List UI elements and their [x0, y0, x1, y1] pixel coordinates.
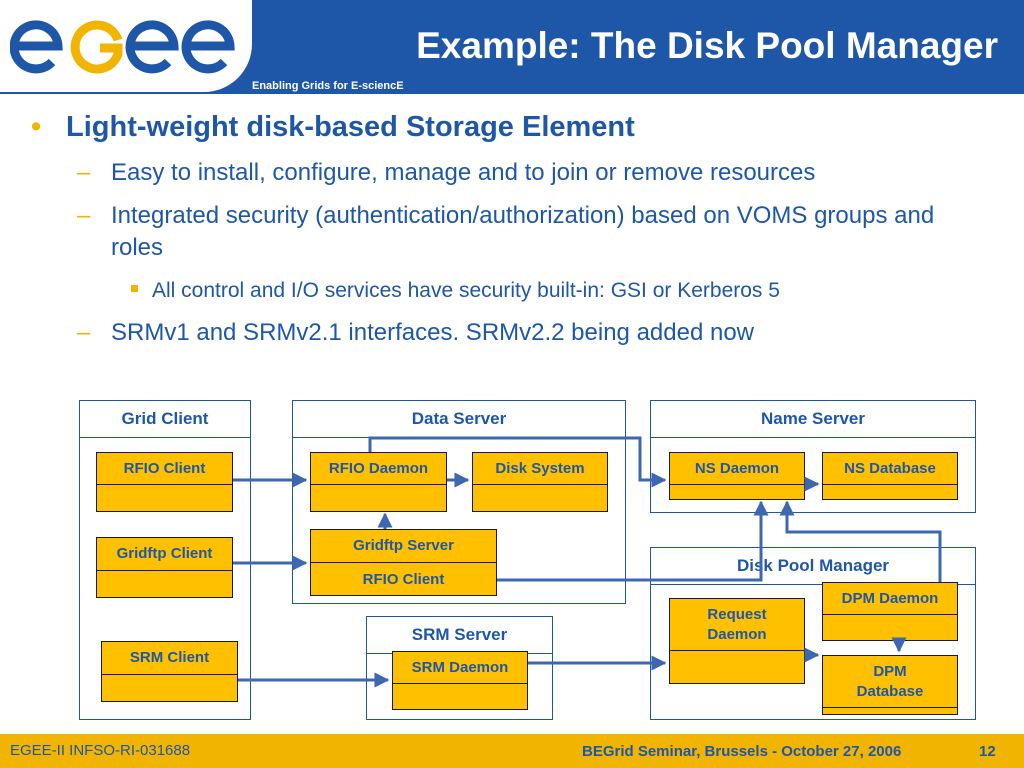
dash-mark: –	[77, 159, 91, 186]
srm-server-title: SRM Server	[367, 617, 552, 654]
dpm-database-node: DPM Database	[822, 655, 958, 715]
gridftp-server-label: Gridftp Server	[311, 530, 496, 563]
logo-area	[0, 0, 252, 92]
footer-event: BEGrid Seminar, Brussels - October 27, 2…	[582, 743, 902, 760]
gridftp-server-node: Gridftp Server RFIO Client	[310, 529, 497, 596]
srm-daemon-node: SRM Daemon	[392, 651, 528, 710]
ns-daemon-label: NS Daemon	[670, 453, 804, 485]
bullet-dot: •	[31, 111, 42, 143]
ns-database-node: NS Database	[822, 452, 958, 500]
ns-database-label: NS Database	[823, 453, 957, 485]
srm-client-label: SRM Client	[102, 642, 237, 675]
bullet-sub-3-text: SRMv1 and SRMv2.1 interfaces. SRMv2.2 be…	[111, 319, 754, 346]
ns-daemon-node: NS Daemon	[669, 452, 805, 500]
bullet-sub-3: – SRMv1 and SRMv2.1 interfaces. SRMv2.2 …	[77, 317, 991, 349]
bullet-main-text: Light-weight disk-based Storage Element	[66, 111, 635, 143]
bullet-subsub-text: All control and I/O services have securi…	[152, 279, 780, 302]
grid-client-title: Grid Client	[80, 401, 250, 438]
srm-client-node: SRM Client	[101, 641, 238, 702]
footer-bar: EGEE-II INFSO-RI-031688 BEGrid Seminar, …	[0, 734, 1024, 768]
page-number: 12	[979, 743, 996, 760]
dash-mark: –	[77, 202, 91, 229]
egee-logo	[10, 20, 235, 74]
bullet-subsub: All control and I/O services have securi…	[131, 279, 780, 303]
srm-daemon-label: SRM Daemon	[393, 652, 527, 684]
bullet-sub-2: – Integrated security (authentication/au…	[77, 200, 991, 264]
dpm-title: Disk Pool Manager	[651, 548, 975, 585]
square-mark	[131, 284, 138, 292]
disk-system-label: Disk System	[473, 453, 607, 485]
rfio-daemon-node: RFIO Daemon	[310, 452, 447, 512]
dpm-daemon-node: DPM Daemon	[822, 582, 958, 641]
request-daemon-node: Request Daemon	[669, 598, 805, 684]
request-daemon-title: Request Daemon	[670, 599, 804, 651]
bullet-sub-1: – Easy to install, configure, manage and…	[77, 157, 991, 189]
dash-mark: –	[77, 319, 91, 346]
data-server-title: Data Server	[293, 401, 625, 438]
rfio-client-node: RFIO Client	[96, 452, 233, 512]
tagline: Enabling Grids for E-sciencE	[252, 80, 404, 92]
gridftp-client-label: Gridftp Client	[97, 538, 232, 571]
footer-project-id: EGEE-II INFSO-RI-031688	[10, 742, 191, 759]
request-daemon-label: Request Daemon	[707, 605, 767, 643]
name-server-title: Name Server	[651, 401, 975, 438]
bullet-sub-2-text: Integrated security (authentication/auth…	[111, 202, 935, 261]
bullet-sub-1-text: Easy to install, configure, manage and t…	[111, 159, 816, 186]
dpm-daemon-label: DPM Daemon	[823, 583, 957, 615]
gridftp-client-node: Gridftp Client	[96, 537, 233, 598]
page-title: Example: The Disk Pool Manager	[416, 25, 998, 66]
rfio-client-label: RFIO Client	[97, 453, 232, 485]
disk-system-node: Disk System	[472, 452, 608, 512]
dpm-database-title: DPM Database	[823, 656, 957, 708]
data-server-rfio-client-label: RFIO Client	[362, 570, 445, 588]
rfio-daemon-label: RFIO Daemon	[311, 453, 446, 485]
dpm-database-label: DPM Database	[856, 662, 924, 700]
bullet-main: • Light-weight disk-based Storage Element	[31, 111, 635, 144]
